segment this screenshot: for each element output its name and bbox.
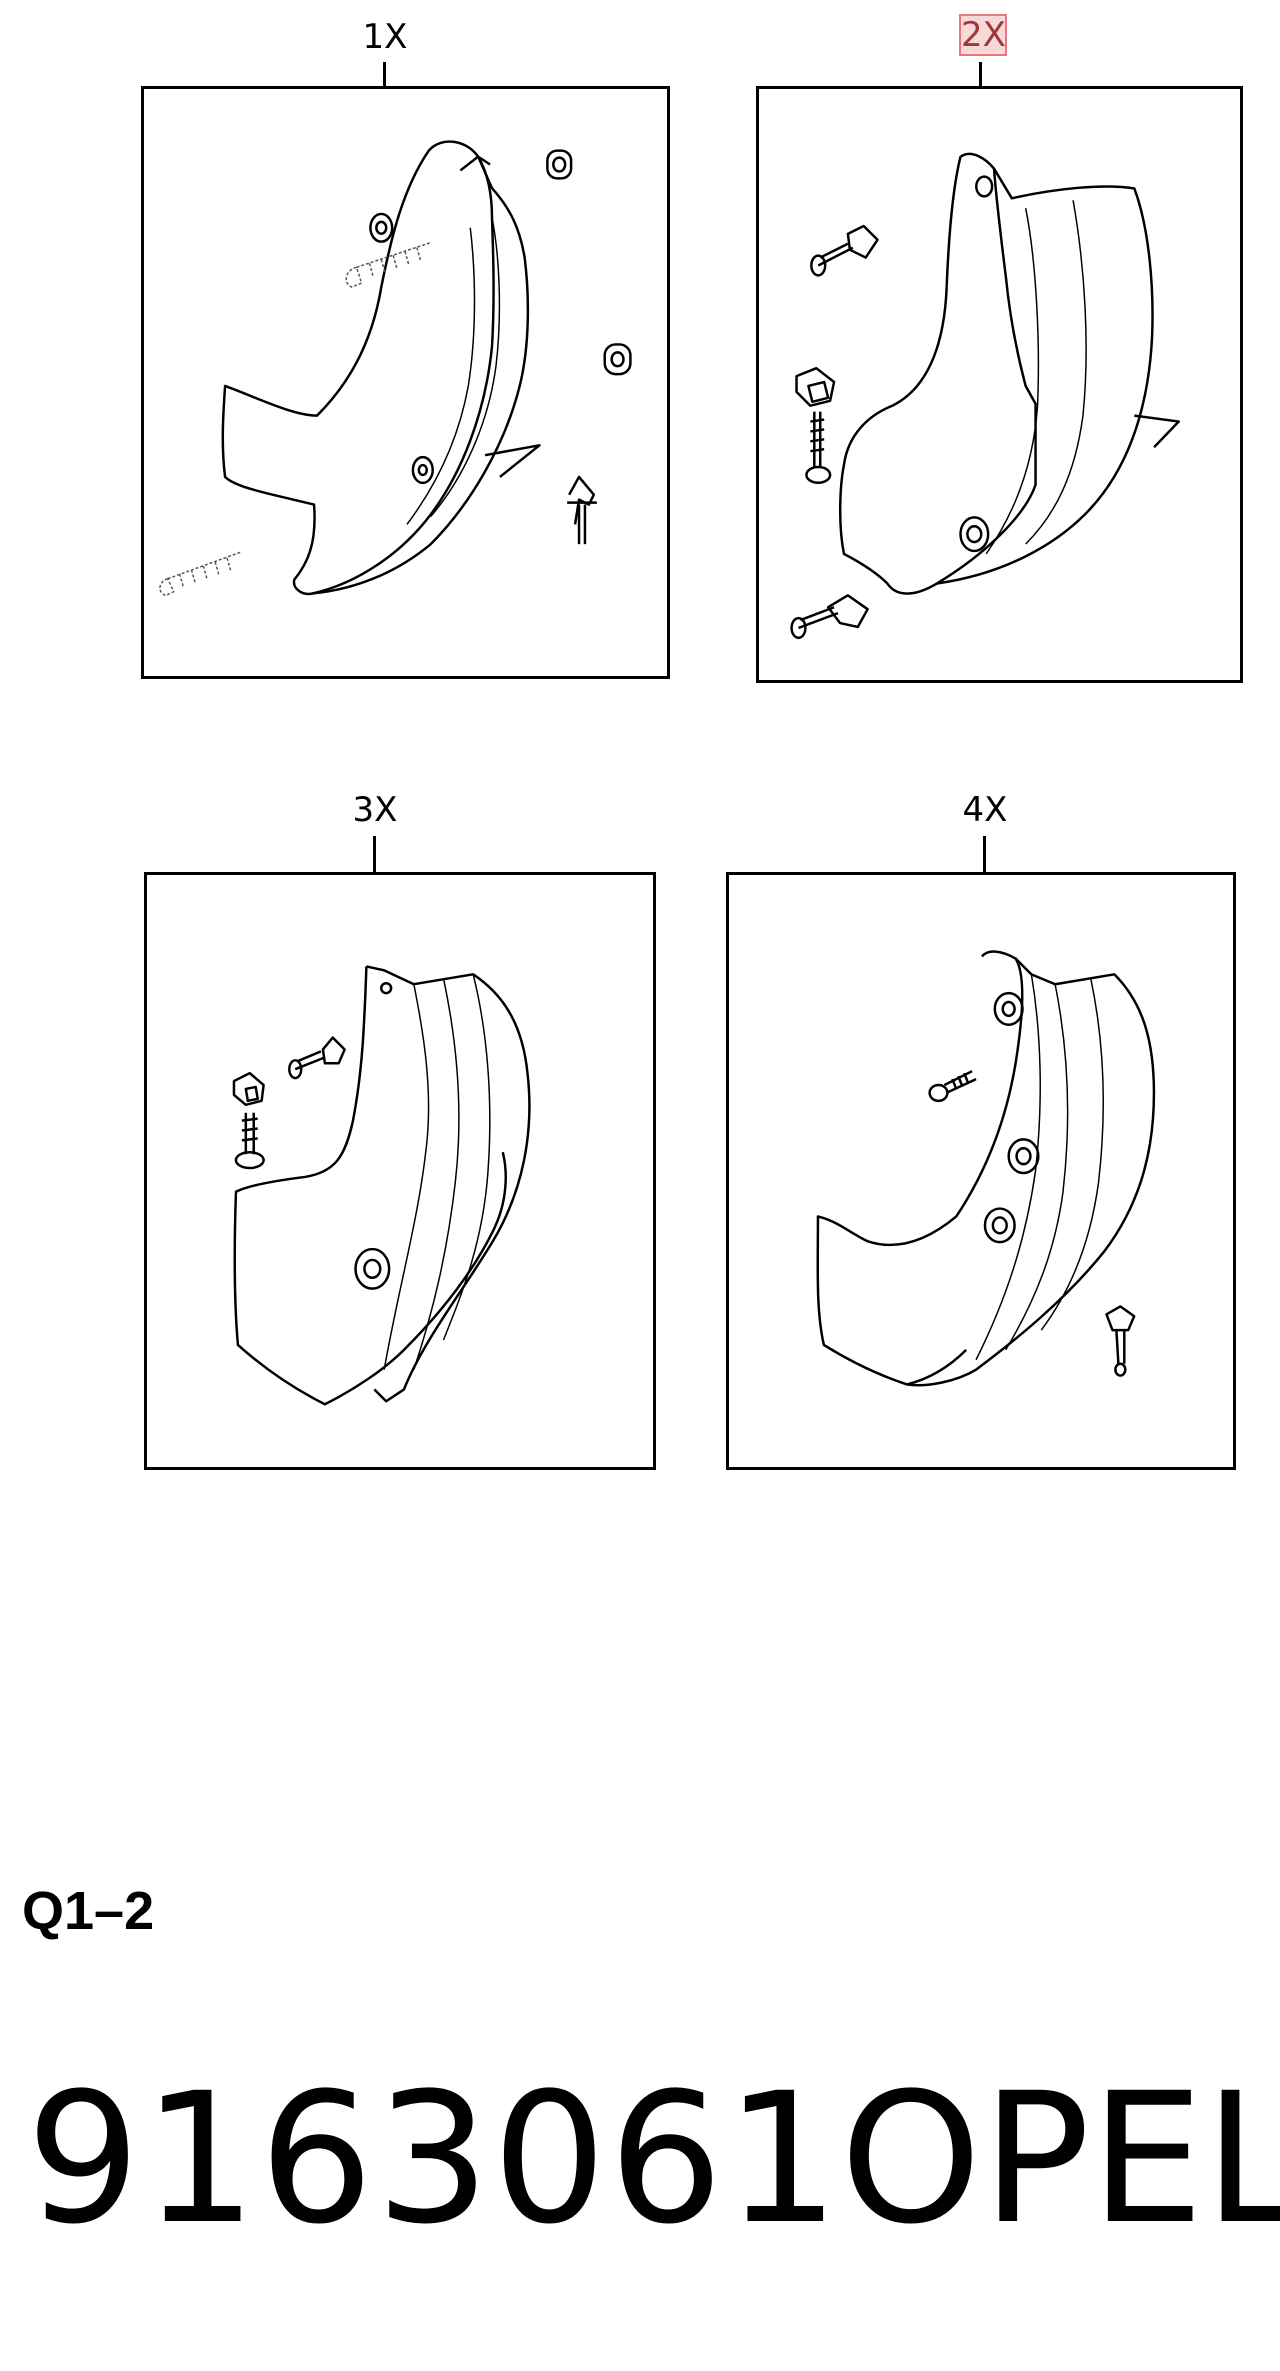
leader-line-4x: [983, 836, 986, 874]
part-number: 9163061: [26, 2055, 842, 2264]
leader-line-1x: [383, 62, 386, 88]
callout-label-1x: 1X: [362, 17, 408, 57]
mudflap-kit-4-illustration: [816, 950, 1156, 1387]
diagram-panel-4: [726, 872, 1236, 1470]
diagram-panel-2: [756, 86, 1243, 683]
callout-label-3x: 3X: [352, 790, 398, 830]
group-code: Q1–2: [22, 1881, 155, 1941]
mudflap-kit-3-illustration: [232, 965, 531, 1406]
leader-line-2x: [979, 62, 982, 88]
callout-label-2x-highlighted[interactable]: 2X: [959, 14, 1007, 56]
leader-line-3x: [373, 836, 376, 874]
mudflap-kit-2-illustration: [790, 152, 1180, 640]
diagram-panel-3: [144, 872, 656, 1470]
mudflap-kit-1-illustration: [159, 140, 632, 597]
callout-label-4x: 4X: [962, 790, 1008, 830]
diagram-panel-1: [141, 86, 670, 679]
brand-name: OPEL: [840, 2055, 1280, 2264]
